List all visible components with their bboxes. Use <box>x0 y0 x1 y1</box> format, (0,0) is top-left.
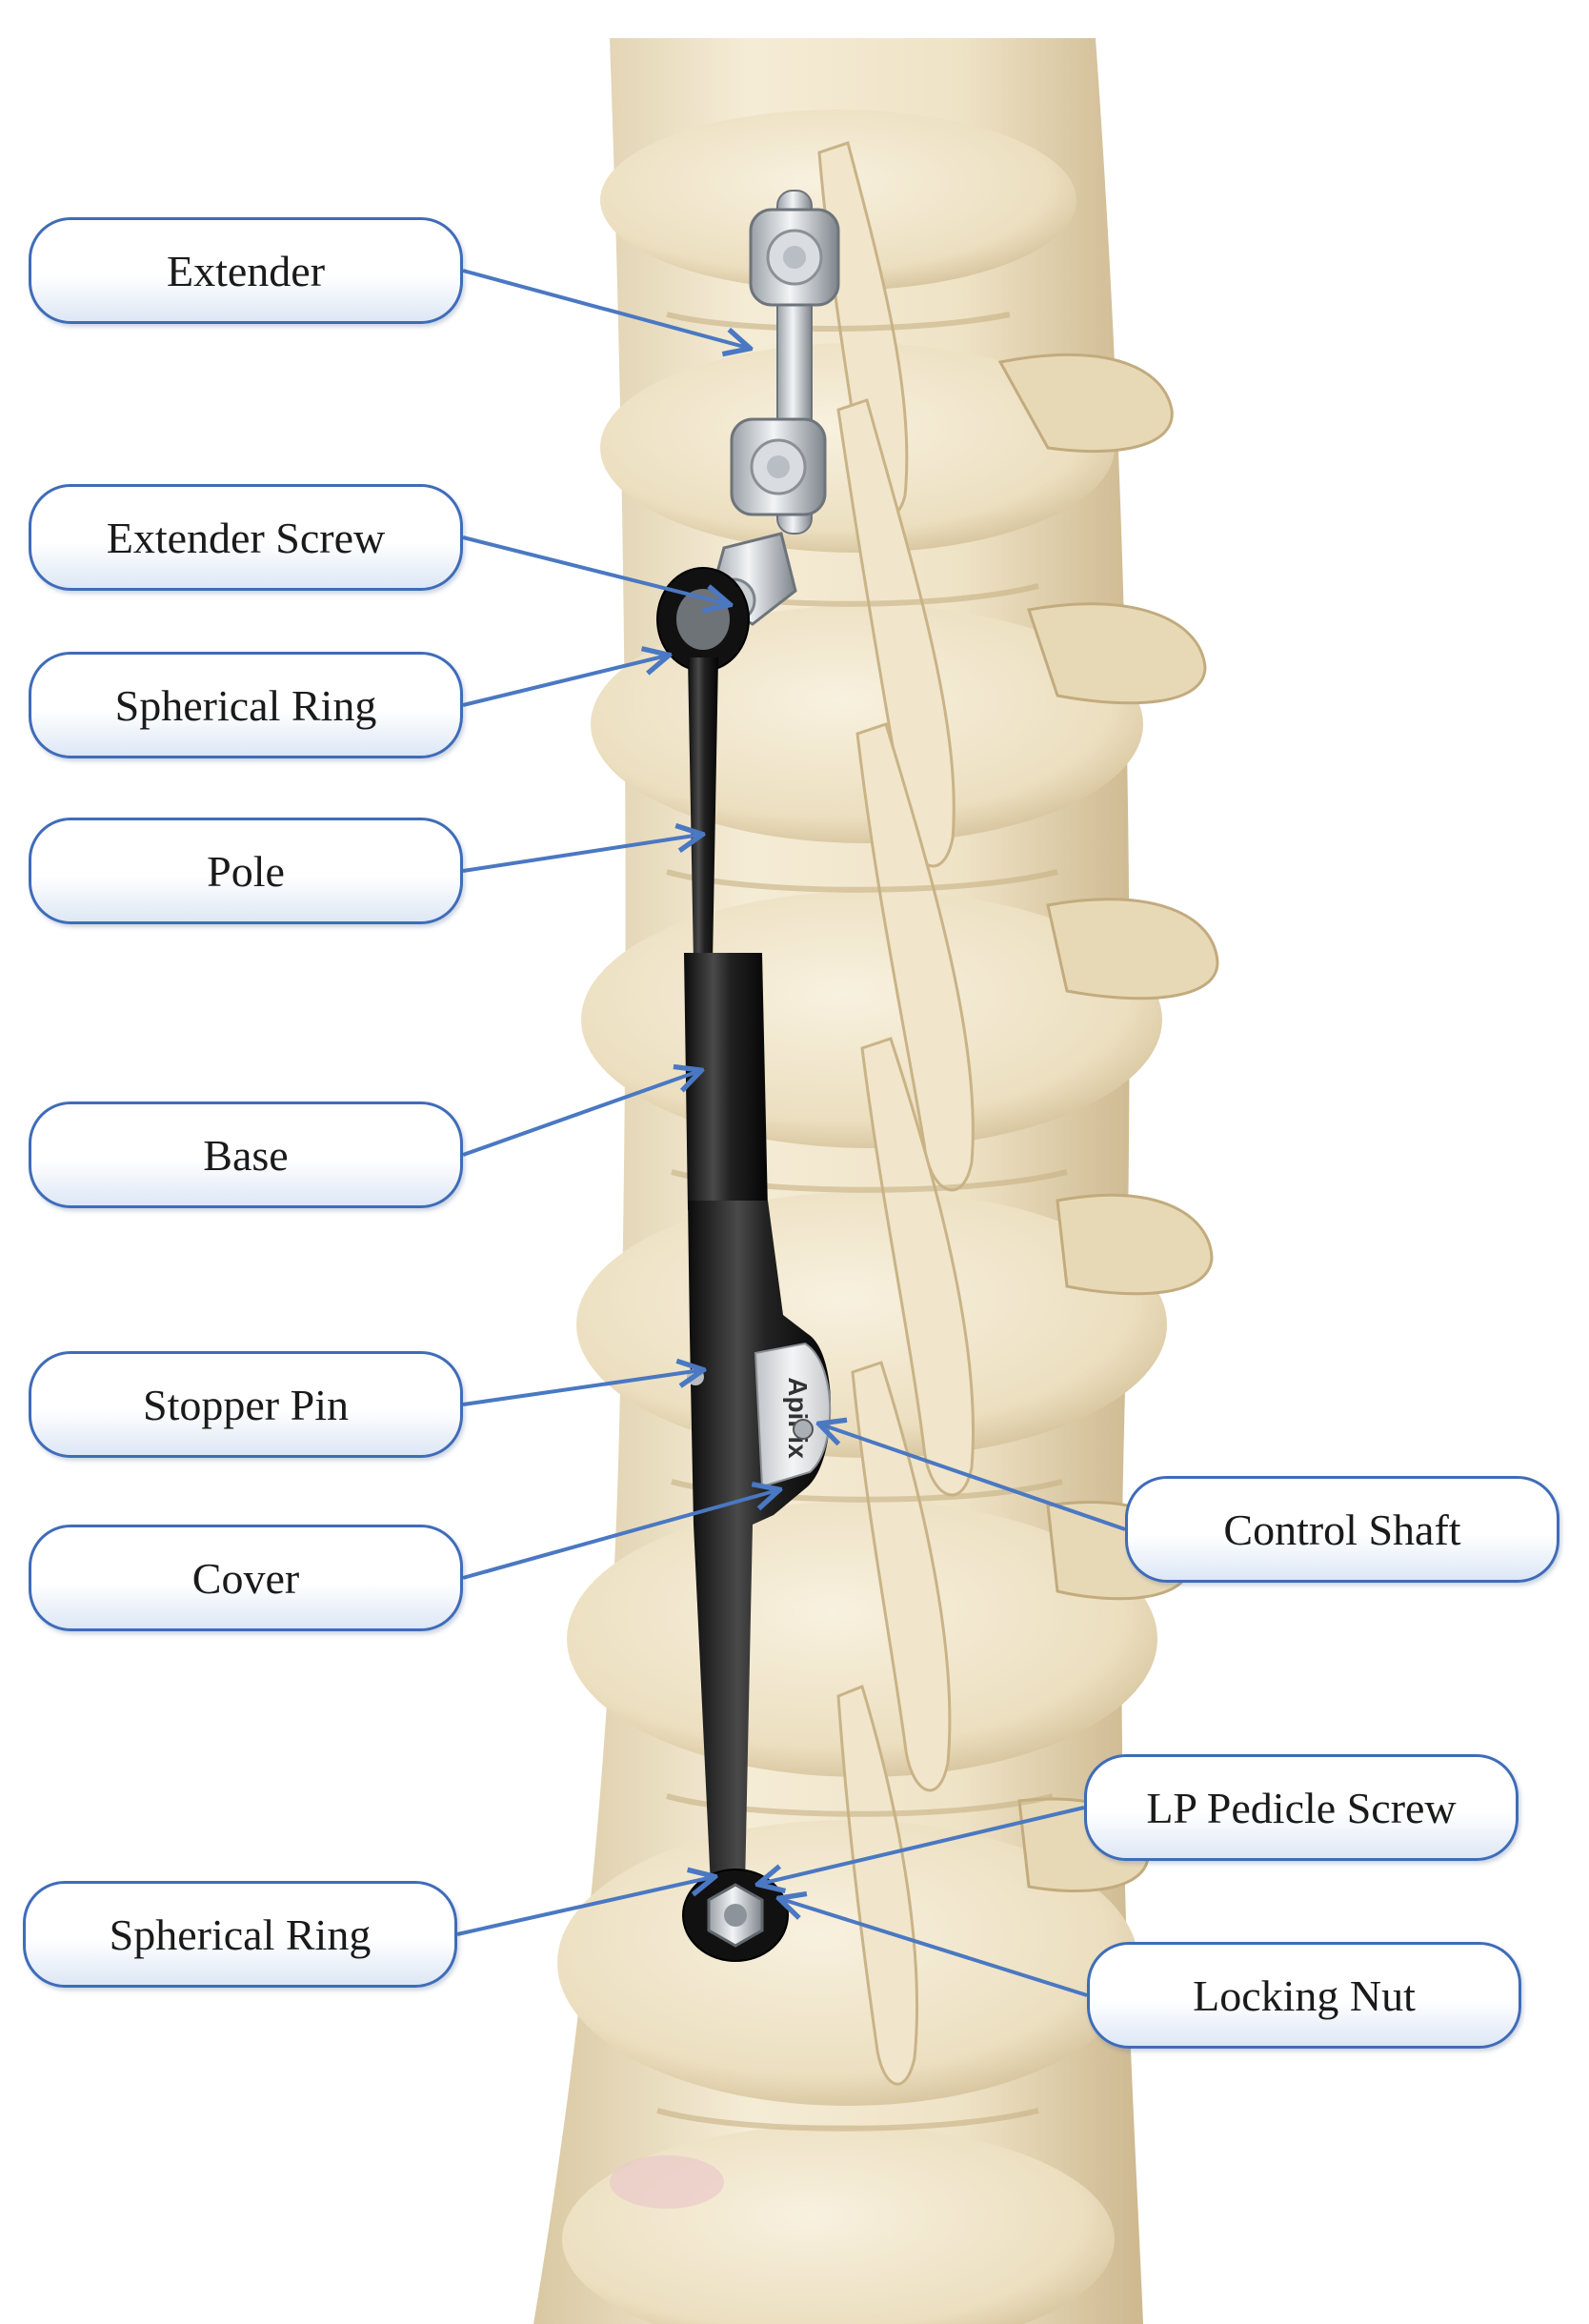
label-control-shaft: Control Shaft <box>1125 1476 1559 1583</box>
disc-highlight <box>610 2155 724 2209</box>
label-pole: Pole <box>29 818 463 924</box>
callout-arrows <box>456 269 1126 1997</box>
label-spherical-ring-lower: Spherical Ring <box>23 1881 457 1988</box>
arrow-base <box>462 1071 699 1157</box>
rod-engraving: ApiFix <box>783 1377 813 1459</box>
arrow-extender-screw <box>462 536 728 604</box>
arrow-control-shaft <box>821 1425 1126 1531</box>
label-stopper-pin: Stopper Pin <box>29 1351 463 1458</box>
arrow-locking-nut <box>781 1899 1088 1997</box>
label-extender-screw: Extender Screw <box>29 484 463 591</box>
arrow-spherical-ring-upper <box>462 656 667 707</box>
arrow-pole <box>462 835 700 873</box>
arrow-cover <box>462 1490 777 1580</box>
label-extender: Extender <box>29 217 463 324</box>
arrow-lp-pedicle-screw <box>760 1806 1085 1884</box>
spinous-processes <box>817 141 976 2086</box>
label-spherical-ring-upper: Spherical Ring <box>29 652 463 758</box>
arrow-spherical-ring-lower <box>456 1877 713 1936</box>
label-base: Base <box>29 1101 463 1208</box>
label-cover: Cover <box>29 1525 463 1631</box>
label-lp-pedicle-screw: LP Pedicle Screw <box>1084 1754 1519 1861</box>
arrow-stopper-pin <box>462 1370 701 1406</box>
transverse-processes <box>997 353 1219 1893</box>
arrow-extender <box>462 269 748 348</box>
label-locking-nut: Locking Nut <box>1087 1942 1521 2049</box>
